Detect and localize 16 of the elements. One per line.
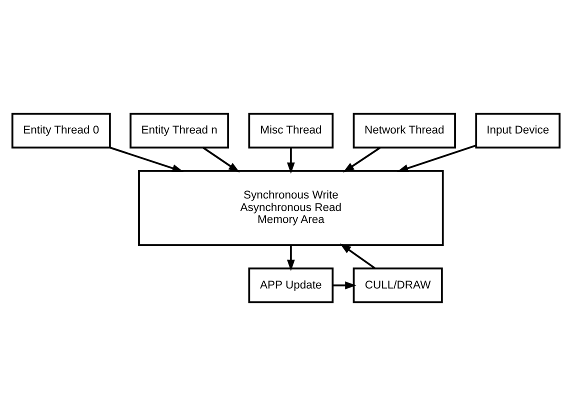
arrow <box>110 146 184 172</box>
arrow <box>286 244 295 270</box>
node-box: Entity Thread n <box>130 112 230 148</box>
arrow <box>332 280 356 289</box>
node-box: Entity Thread 0 <box>11 112 111 148</box>
node-box: Network Thread <box>352 112 456 148</box>
arrow <box>340 243 376 269</box>
node-box: CULL/DRAW <box>352 267 443 303</box>
arrow <box>396 144 476 172</box>
arrow <box>342 146 381 172</box>
node-box: APP Update <box>248 267 334 303</box>
arrow <box>286 147 295 174</box>
node-box: Input Device <box>475 112 561 148</box>
arrow <box>202 146 240 172</box>
node-box: Synchronous Write Asynchronous Read Memory Area <box>138 170 444 246</box>
node-box: Misc Thread <box>248 112 334 148</box>
